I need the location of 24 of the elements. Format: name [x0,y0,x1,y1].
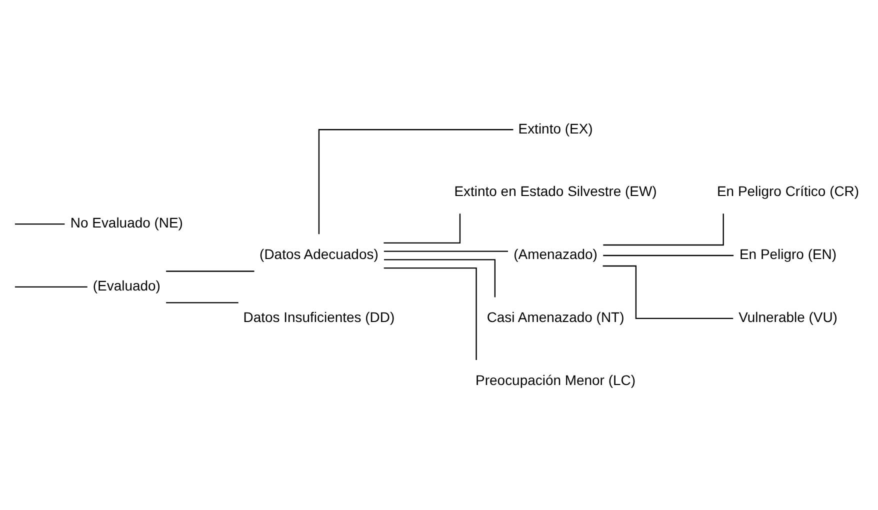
connector [384,250,508,252]
node-text: Datos Insuficientes (DD) [243,308,395,325]
node-text: Extinto en Estado Silvestre (EW) [454,182,657,199]
connector [602,264,734,319]
node-text: (Datos Adecuados) [260,246,378,262]
node-text: No Evaluado (NE) [70,214,183,230]
connector [384,258,496,297]
connector [603,254,734,256]
connector [318,128,514,234]
connector [14,286,88,288]
node-text: En Peligro Crítico (CR) [717,182,860,199]
connector [384,267,477,360]
node-text: (Amenazado) [514,246,598,262]
node-text: Extinto (EX) [518,120,593,136]
node-text: (Evaluado) [92,277,160,294]
node-text: Vulnerable (VU) [738,308,838,325]
node-text: En Peligro (EN) [740,246,837,262]
connector [166,270,254,272]
connector [14,222,65,224]
node-text: Casi Amenazado (NT) [486,308,624,325]
connector [603,213,724,246]
node-text: Preocupación Menor (LC) [476,371,636,388]
connector [166,302,238,303]
connector [384,213,461,243]
